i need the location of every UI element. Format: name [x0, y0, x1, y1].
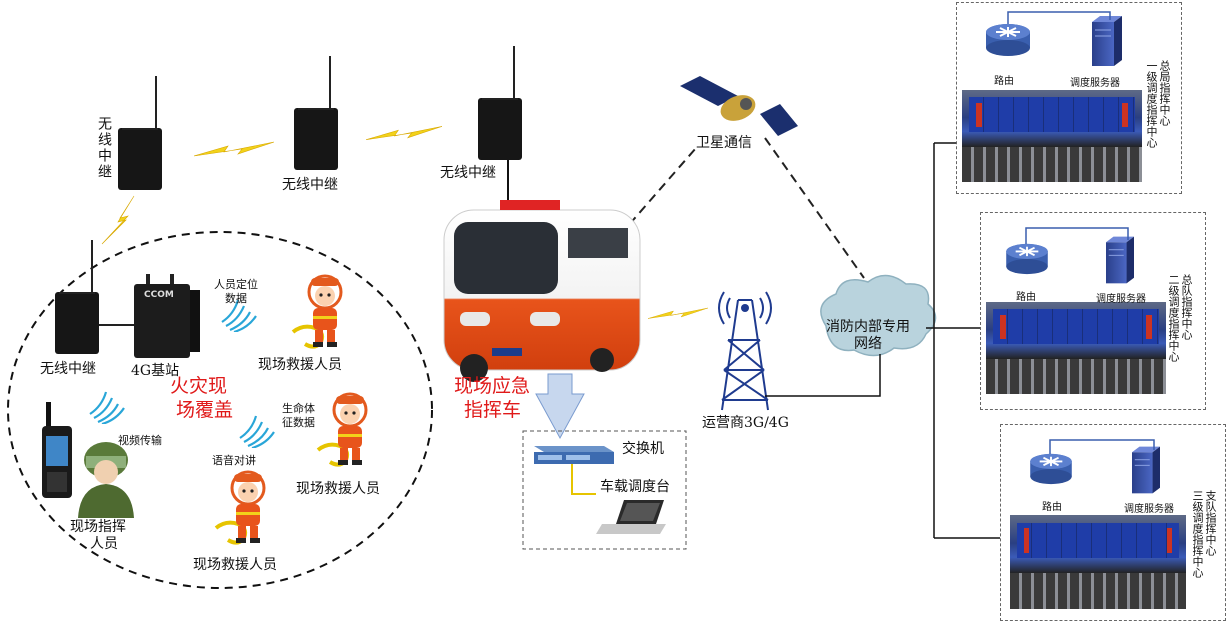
center-level: 二级调度指挥中心 [1167, 274, 1180, 362]
repeater-label: 无线中继 [40, 361, 96, 377]
fire-zone-title-1: 火灾现 [170, 375, 228, 397]
switch-label: 交换机 [622, 441, 664, 457]
laptop-icon [596, 500, 666, 534]
base-station-label: 4G基站 [131, 363, 180, 379]
rescuer-label: 现场救援人员 [258, 357, 342, 373]
voice-intercom-label: 语音对讲 [212, 454, 256, 467]
satellite-icon [680, 76, 798, 136]
switch-device [534, 446, 614, 464]
base-station-device [99, 274, 200, 358]
repeater-label: 无线中继 [282, 177, 338, 193]
rescuer-label: 现场救援人员 [193, 557, 277, 573]
center-level: 三级调度指挥中心 [1191, 490, 1204, 578]
cell-tower-icon [718, 291, 772, 411]
vehicle-satellite-link [599, 147, 697, 259]
carrier-network-link [765, 354, 881, 397]
signal-waves-icon [88, 390, 126, 424]
fire-zone-boundary [7, 231, 433, 589]
commander-label-1: 现场指挥 [70, 519, 126, 535]
console-label: 车载调度台 [600, 479, 670, 495]
rescuer-label: 现场救援人员 [296, 481, 380, 497]
location-data-label: 人员定位 数据 [214, 278, 258, 305]
repeater-4 [55, 240, 99, 354]
wireless-link-bolt [101, 195, 135, 245]
commander-label-2: 人员 [90, 536, 118, 552]
switch-console-cable [571, 464, 596, 495]
private-network-cloud [820, 274, 937, 357]
rescuer-figure-icon [291, 274, 343, 349]
router-label: 路由 [994, 76, 1014, 87]
vehicle-switch-arrow [535, 373, 585, 440]
commander-figure-icon [78, 442, 134, 518]
vital-data-label: 生命体 征数据 [282, 402, 315, 429]
signal-waves-icon [238, 414, 276, 448]
video-transmission-label: 视频传输 [118, 434, 162, 447]
server-label: 调度服务器 [1124, 504, 1174, 515]
network-label-2: 网络 [854, 336, 882, 352]
center-panel-1 [956, 2, 1182, 194]
satellite-label: 卫星通信 [696, 135, 752, 151]
control-room-photo-3 [1010, 515, 1186, 609]
base-station-brand: CCOM [144, 290, 174, 300]
router-label: 路由 [1016, 292, 1036, 303]
center-title: 总队指挥中心 [1180, 274, 1193, 340]
rescuer-figure-icon [316, 392, 368, 467]
rescuer-figure-icon [214, 470, 266, 545]
wireless-link-bolt [194, 141, 274, 157]
wireless-link-bolt [366, 126, 442, 140]
network-label-1: 消防内部专用 [826, 319, 910, 335]
vehicle-label-2: 指挥车 [464, 399, 522, 421]
carrier-label: 运营商3G/4G [702, 415, 789, 431]
vehicle-label-1: 现场应急 [454, 375, 531, 397]
repeater-label: 无线中继 [440, 165, 496, 181]
repeater-1 [118, 76, 162, 190]
repeater-3 [478, 46, 522, 160]
center-title: 支队指挥中心 [1204, 490, 1217, 556]
router-label: 路由 [1042, 502, 1062, 513]
server-label: 调度服务器 [1096, 294, 1146, 305]
center-panel-2 [980, 212, 1206, 410]
wireless-link-bolt [648, 307, 708, 319]
center-title: 总局指挥中心 [1158, 60, 1171, 126]
server-label: 调度服务器 [1070, 78, 1120, 89]
fire-zone-title-2: 场覆盖 [176, 399, 234, 421]
center-level: 一级调度指挥中心 [1145, 60, 1158, 148]
command-vehicle-icon [443, 200, 641, 382]
repeater-2 [294, 56, 338, 170]
handheld-terminal-icon [42, 402, 72, 498]
satellite-network-link [764, 137, 865, 279]
control-room-photo-2 [986, 302, 1166, 394]
control-room-photo-1 [962, 90, 1142, 182]
repeater-label: 无线中继 [96, 116, 112, 180]
